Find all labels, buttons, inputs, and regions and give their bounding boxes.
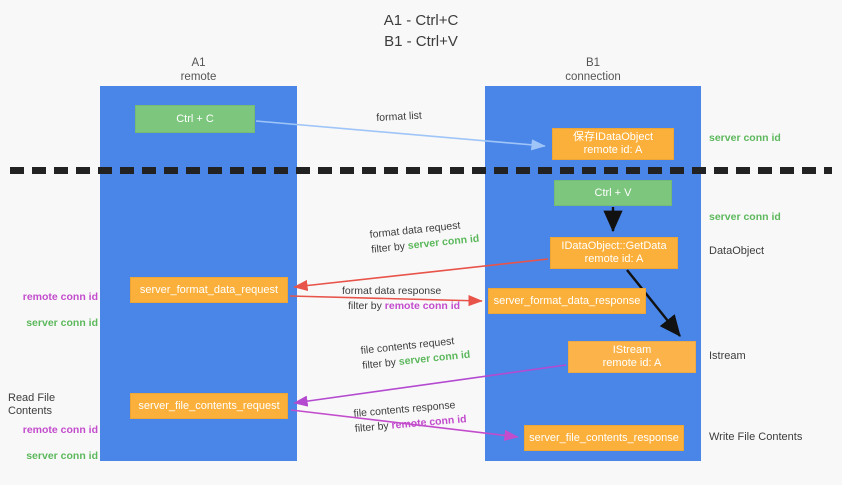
filter-by-text-3: filter by [361, 356, 397, 372]
annotation-remote-conn-id-2: remote conn id [22, 424, 98, 436]
annotation-remote-conn-id: remote conn id [22, 291, 98, 303]
page-title: A1 - Ctrl+C B1 - Ctrl+V [383, 12, 459, 50]
annotation-write-file-contents: Write File Contents [709, 431, 803, 443]
annotation-istream: Istream [709, 350, 746, 362]
box-server-format-data-response[interactable]: server_format_data_response [488, 288, 646, 314]
filter-by-text-4: filter by [354, 419, 390, 435]
remote-conn-id-text: remote conn id [384, 300, 461, 312]
box-istream[interactable]: IStream remote id: A [568, 341, 696, 373]
edge-label-format-data-request: format data request filter by server con… [369, 217, 480, 258]
box-save-idataobject[interactable]: 保存IDataObject remote id: A [552, 128, 674, 160]
box-ctrl-c[interactable]: Ctrl + C [135, 105, 255, 133]
edge-label-file-contents-response: file contents response filter by remote … [353, 397, 467, 437]
annotation-server-conn-id-2: server conn id [26, 450, 98, 462]
annotation-conn-ids-upper: remote conn id server conn id [10, 278, 98, 330]
box-idataobject-getdata[interactable]: IDataObject::GetData remote id: A [550, 237, 678, 269]
annotation-server-conn-id: server conn id [26, 317, 98, 329]
timeline-divider [10, 167, 832, 174]
annotation-server-conn-id-top: server conn id [709, 132, 781, 144]
edge-label-file-contents-request: file contents request filter by server c… [360, 333, 471, 374]
edge-label-format-list: format list [376, 109, 422, 126]
box-server-format-data-request[interactable]: server_format_data_request [130, 277, 288, 303]
lane-b1-title: B1 [585, 57, 601, 69]
edge-label-filter-remote: filter by remote conn id [342, 299, 460, 314]
edge-label-format-data-response: format data response filter by remote co… [342, 284, 460, 314]
annotation-dataobject: DataObject [709, 245, 765, 257]
box-ctrl-v[interactable]: Ctrl + V [554, 180, 672, 206]
filter-by-text-2: filter by [348, 300, 382, 312]
annotation-read-file-contents: Read File Contents [8, 392, 56, 417]
lane-b1-subtitle: connection [565, 70, 621, 83]
lane-a1-subtitle: remote [180, 70, 217, 83]
box-server-file-contents-response[interactable]: server_file_contents_response [524, 425, 684, 451]
annotation-server-conn-id-mid: server conn id [709, 211, 781, 223]
annotation-conn-ids-lower: remote conn id server conn id [10, 411, 98, 463]
filter-by-text: filter by [370, 240, 406, 256]
edge-label-format-data-response-text: format data response [342, 285, 442, 297]
lane-a1-title: A1 [191, 57, 206, 69]
edge-label-format-list-text: format list [376, 109, 423, 124]
box-server-file-contents-request[interactable]: server_file_contents_request [130, 393, 288, 419]
